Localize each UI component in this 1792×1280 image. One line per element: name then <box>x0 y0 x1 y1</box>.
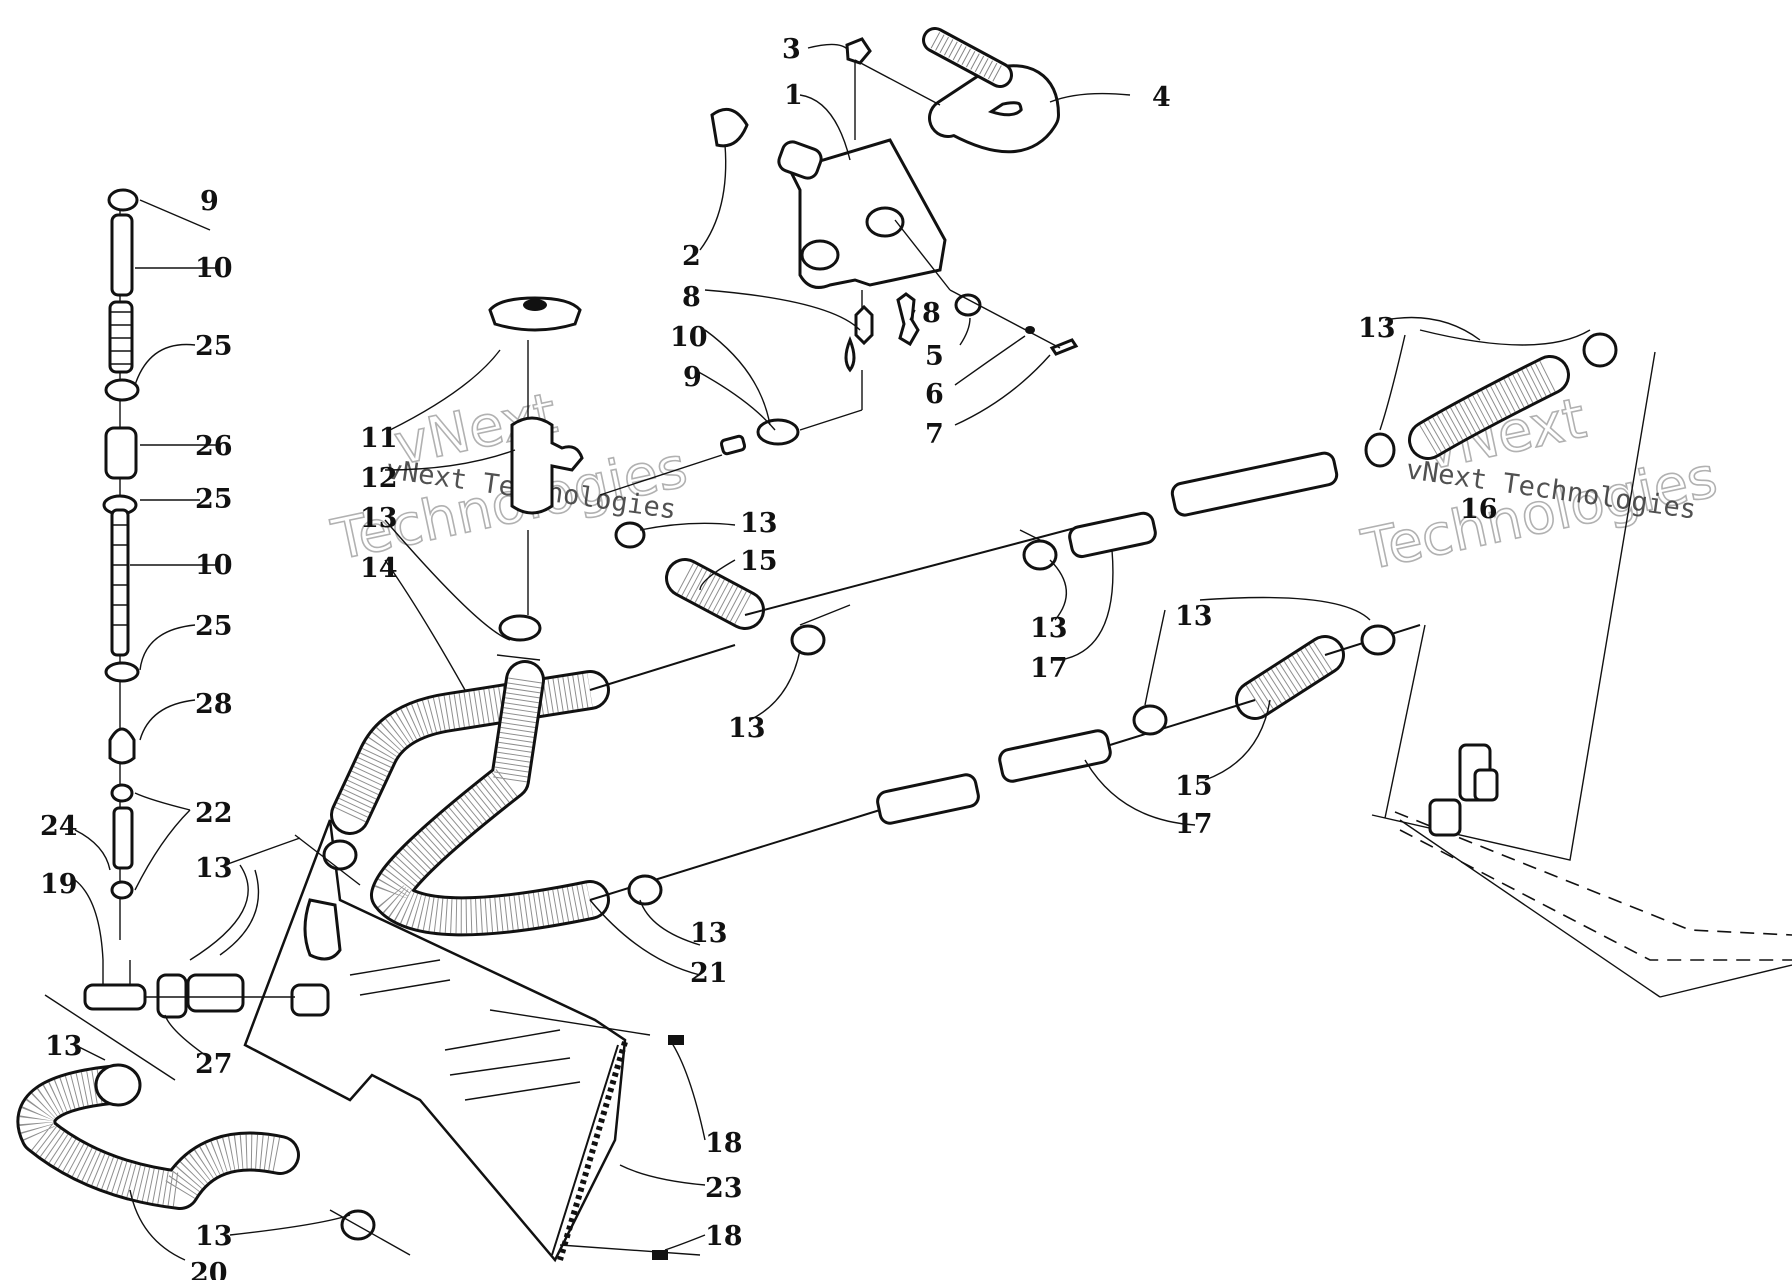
clamp-13-e <box>1364 432 1396 468</box>
callout-6: 6 <box>925 379 944 410</box>
clamp-13-h <box>1360 624 1396 656</box>
callout-25-a: 25 <box>195 331 233 362</box>
callout-10-right: 10 <box>670 322 708 353</box>
callout-13-g: 13 <box>1175 601 1213 632</box>
tube-10-right <box>719 434 747 456</box>
radiator-cap-11 <box>488 296 582 332</box>
callout-26: 26 <box>195 431 233 462</box>
leader-lines <box>44 43 1591 1261</box>
callout-3: 3 <box>782 34 801 65</box>
callout-8-right: 8 <box>922 298 941 329</box>
fitting-27 <box>156 973 188 1019</box>
callout-19: 19 <box>40 869 78 900</box>
valve-28 <box>108 727 136 765</box>
fitting-8-left <box>854 304 874 346</box>
clamp-9-right <box>756 418 800 446</box>
callout-18-lower: 18 <box>705 1221 743 1252</box>
callout-28: 28 <box>195 689 233 720</box>
callout-11: 11 <box>360 423 398 454</box>
clamp-13-i <box>627 874 663 906</box>
callout-10-upper: 10 <box>195 253 233 284</box>
fitting-elbow <box>303 898 342 961</box>
callout-14: 14 <box>360 553 398 584</box>
heat-exchanger-right <box>1371 351 1792 998</box>
clamp-13-j <box>322 839 358 871</box>
callout-16: 16 <box>1460 494 1498 525</box>
callout-13-l: 13 <box>195 1221 233 1252</box>
callout-4: 4 <box>1152 82 1171 113</box>
screw-7 <box>1049 338 1079 356</box>
callout-13-i: 13 <box>690 918 728 949</box>
callout-12: 12 <box>360 463 398 494</box>
tube-10-upper <box>110 213 134 297</box>
radiator-panel <box>243 819 701 1263</box>
callout-13-c: 13 <box>728 713 766 744</box>
tee-19 <box>83 983 147 1011</box>
hose-clamps-13 <box>94 332 1618 1256</box>
clamp-13-a <box>614 521 646 549</box>
callout-21: 21 <box>690 958 728 989</box>
callout-25-b: 25 <box>195 484 233 515</box>
tube-24 <box>112 806 134 870</box>
callout-9-left: 9 <box>200 186 219 217</box>
callout-13-k: 13 <box>45 1031 83 1062</box>
callout-27: 27 <box>195 1049 233 1080</box>
clamp-13-g <box>1132 704 1168 736</box>
callout-15-upper: 15 <box>740 546 778 577</box>
straight-pipes <box>589 451 1421 901</box>
filler-neck-assembly <box>488 296 584 615</box>
callout-25-c: 25 <box>195 611 233 642</box>
callout-2: 2 <box>682 241 701 272</box>
callout-22: 22 <box>195 798 233 829</box>
callout-18-upper: 18 <box>705 1128 743 1159</box>
hoses <box>16 27 1570 1210</box>
pipe-17-upper <box>1068 511 1157 559</box>
clamp-9-left <box>107 188 139 212</box>
clamp-25-c <box>104 661 140 683</box>
overflow-bottle-assembly <box>599 37 1079 496</box>
callout-labels: 3 1 4 2 8 8 10 9 5 6 7 11 12 13 14 13 15… <box>40 34 1498 1280</box>
filler-neck-12 <box>510 416 584 515</box>
bleed-tube-assembly <box>83 188 330 1019</box>
callout-23: 23 <box>705 1173 743 1204</box>
callout-7: 7 <box>925 419 944 450</box>
washer-6 <box>1025 326 1035 334</box>
fitting-26 <box>104 426 138 480</box>
pipe-17-lower <box>998 729 1112 783</box>
clamp-13-c <box>790 624 826 656</box>
vent-fitting-3 <box>845 37 872 65</box>
cap-2 <box>710 107 749 148</box>
gasket-5 <box>954 293 982 317</box>
callout-13-d: 13 <box>1030 613 1068 644</box>
callout-20: 20 <box>190 1258 228 1280</box>
clamp-13-b <box>498 614 542 642</box>
callout-13-a: 13 <box>360 503 398 534</box>
callout-17-upper: 17 <box>1030 653 1068 684</box>
callout-15-lower: 15 <box>1175 771 1213 802</box>
callout-13-j: 13 <box>195 853 233 884</box>
callout-5: 5 <box>925 341 944 372</box>
callout-24: 24 <box>40 811 78 842</box>
callout-17-lower: 17 <box>1175 809 1213 840</box>
callout-8-left: 8 <box>682 282 701 313</box>
callout-1: 1 <box>784 80 803 111</box>
clamp-13-k <box>94 1063 142 1107</box>
callout-13-b: 13 <box>740 508 778 539</box>
callout-9-right: 9 <box>683 362 702 393</box>
tube-10-lower <box>110 508 130 657</box>
fitting-8-right <box>896 292 920 347</box>
clamp-13-f <box>1582 332 1618 368</box>
callout-13-e: 13 <box>1358 313 1396 344</box>
clamp-13-d <box>1022 539 1058 571</box>
callout-10-lower: 10 <box>195 550 233 581</box>
clamp-25-a <box>104 378 140 402</box>
